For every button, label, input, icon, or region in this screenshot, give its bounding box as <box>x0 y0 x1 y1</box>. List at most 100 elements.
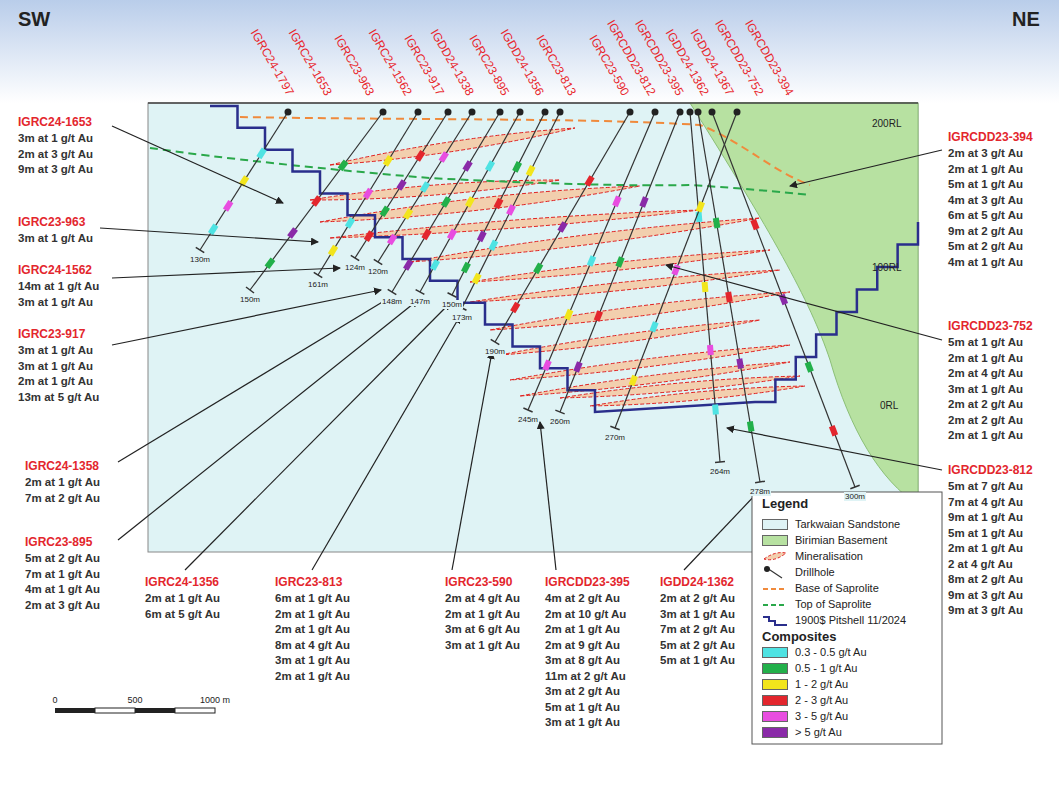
intercept-value: 2m at 2 g/t Au <box>948 398 1023 411</box>
composite-marker <box>430 259 440 271</box>
hole-depth: 300m <box>844 492 866 501</box>
hole-depth: 278m <box>749 487 771 496</box>
intercept-value: 5m at 1 g/t Au <box>948 527 1023 540</box>
legend-text: Top of Saprolite <box>795 598 871 611</box>
hole-depth: 161m <box>307 280 329 289</box>
legend-text: 1900$ Pitshell 11/2024 <box>795 614 906 627</box>
intercept-value: 3m at 1 g/t Au <box>18 132 93 145</box>
composite-marker <box>462 160 472 172</box>
collar-dot <box>734 109 741 116</box>
legend-text: Base of Saprolite <box>795 582 879 595</box>
composite-marker <box>671 264 680 275</box>
drillhole-trace <box>615 112 737 428</box>
composite-marker <box>712 404 719 414</box>
intercept-value: 2m at 1 g/t Au <box>275 670 350 683</box>
callout-hole-name: IGRC24-1653 <box>18 116 92 130</box>
hole-end-tick <box>448 293 457 298</box>
elevation-label: 0RL <box>880 400 898 412</box>
leader-line <box>312 316 460 570</box>
composite-marker <box>363 188 373 200</box>
callout-hole-name: IGRC23-590 <box>445 576 512 590</box>
legend-text: Tarkwaian Sandstone <box>795 518 900 531</box>
collar-dot <box>652 109 659 116</box>
composite-marker <box>256 148 266 160</box>
composite-marker <box>542 360 551 372</box>
legend-text: Mineralisation <box>795 550 863 563</box>
composite-marker <box>747 421 755 432</box>
legend-text: Drillhole <box>795 566 835 579</box>
composite-marker <box>380 205 390 217</box>
intercept-value: 2m at 3 g/t Au <box>948 147 1023 160</box>
intercept-value: 3m at 1 g/t Au <box>545 716 620 729</box>
intercept-value: 3m at 1 g/t Au <box>948 383 1023 396</box>
intercept-value: 2m at 1 g/t Au <box>948 542 1023 555</box>
intercept-value: 4m at 3 g/t Au <box>948 194 1023 207</box>
composite-marker <box>311 195 322 207</box>
hole-end-tick <box>850 485 859 489</box>
drillhole-trace <box>452 112 545 295</box>
legend-text: Birimian Basement <box>795 534 887 547</box>
drillhole-trace <box>462 112 560 308</box>
intercept-value: 9m at 2 g/t Au <box>948 225 1023 238</box>
intercept-value: 3m at 1 g/t Au <box>660 608 735 621</box>
collar-dot <box>687 109 694 116</box>
legend-subtitle: Composites <box>762 630 836 645</box>
intercept-value: 2m at 1 g/t Au <box>275 623 350 636</box>
composite-marker <box>287 227 298 239</box>
direction-label: SW <box>18 8 50 31</box>
leader-line <box>452 352 492 570</box>
collar-dot <box>445 109 452 116</box>
composite-marker <box>488 239 498 251</box>
legend-swatch <box>762 663 788 674</box>
hole-depth: 245m <box>517 415 539 424</box>
composite-marker <box>533 263 543 275</box>
callout-hole-name: IGRCDD23-395 <box>545 576 630 590</box>
callout-hole-name: IGRCDD23-394 <box>948 131 1033 145</box>
intercept-value: 2 at 4 g/t Au <box>948 558 1013 571</box>
callout-hole-name: IGDD24-1362 <box>660 576 734 590</box>
composite-marker <box>265 257 276 269</box>
legend-text: 2 - 3 g/t Au <box>795 694 848 707</box>
callout-hole-name: IGRCDD23-752 <box>948 320 1033 334</box>
leader-line <box>112 290 381 345</box>
intercept-value: 6m at 5 g/t Au <box>948 209 1023 222</box>
legend-box <box>752 492 942 744</box>
mineralisation-lens <box>490 292 790 330</box>
intercept-value: 2m at 1 g/t Au <box>145 592 220 605</box>
composite-marker <box>223 200 233 212</box>
composite-marker <box>439 151 449 163</box>
intercept-value: 5m at 1 g/t Au <box>948 336 1023 349</box>
intercept-value: 3m at 1 g/t Au <box>18 360 93 373</box>
composite-marker <box>494 198 504 210</box>
drillholes <box>196 109 860 489</box>
intercept-value: 2m at 10 g/t Au <box>545 608 626 621</box>
hole-end-tick <box>196 247 204 252</box>
callout-hole-name: IGRCDD23-812 <box>948 464 1033 478</box>
drillhole-trace <box>495 112 630 342</box>
composite-marker <box>696 201 705 212</box>
legend-text: 0.3 - 0.5 g/t Au <box>795 646 867 659</box>
intercept-value: 7m at 2 g/t Au <box>25 492 100 505</box>
collar-dot <box>542 109 549 116</box>
scale-segment <box>55 708 95 713</box>
intercept-value: 2m at 9 g/t Au <box>545 639 620 652</box>
intercept-value: 2m at 1 g/t Au <box>25 476 100 489</box>
callout-hole-name: IGRC23-917 <box>18 328 85 342</box>
hole-depth: 270m <box>604 433 626 442</box>
pitshell-line <box>210 106 918 412</box>
hole-end-tick <box>416 290 425 295</box>
scale-segment <box>175 708 215 713</box>
legend-swatch <box>762 679 788 690</box>
composite-marker <box>612 196 621 208</box>
composite-marker <box>594 310 603 322</box>
legend-sample <box>762 614 788 628</box>
collar-dot <box>677 109 684 116</box>
hole-depth: 264m <box>709 467 731 476</box>
composite-marker <box>208 223 218 235</box>
elevation-label: 200RL <box>872 118 901 130</box>
callout-hole-name: IGRC23-813 <box>275 576 342 590</box>
legend-swatch <box>762 695 788 706</box>
intercept-value: 7m at 2 g/t Au <box>660 623 735 636</box>
intercept-value: 7m at 4 g/t Au <box>948 496 1023 509</box>
